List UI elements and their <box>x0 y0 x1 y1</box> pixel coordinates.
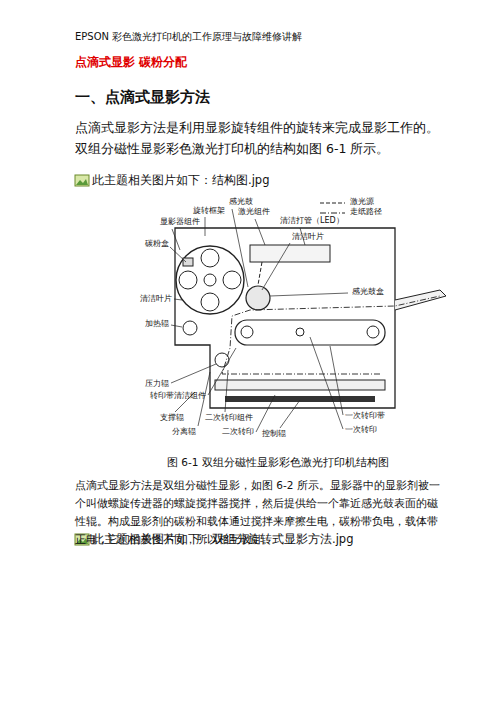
part-label: 支撑辊 <box>160 414 184 422</box>
part-label: 碳粉盒 <box>145 240 169 248</box>
document-title: EPSON 彩色激光打印机的工作原理与故障维修讲解 <box>75 30 302 44</box>
sub-heading: 一、点滴式显影方法 <box>75 88 210 107</box>
heating-roller <box>183 321 197 335</box>
part-label: 二次转印 <box>222 428 254 436</box>
part-label: 旋转框架 <box>193 207 225 215</box>
part-label: 转印带清洁组件 <box>150 392 206 400</box>
part-label: 感光鼓盒 <box>352 288 384 296</box>
legend-label: 激光源 <box>350 198 374 206</box>
part-label: 清洁打管（LED） <box>280 217 344 225</box>
part-label: 激光组件 <box>238 208 270 216</box>
part-label: 一次转印 <box>345 426 377 434</box>
photoconductor-drum <box>246 286 270 310</box>
legend-swatch <box>320 213 345 214</box>
control-board <box>225 396 375 402</box>
part-label: 清洁叶片 <box>292 233 324 241</box>
image-note: 此主题相关图片如下：双组分旋转式显影方法.jpg <box>92 532 353 547</box>
part-label: 一次转印带 <box>345 412 385 420</box>
transfer-belt <box>235 320 385 345</box>
body-paragraph: 点滴式显影方法是利用显影旋转组件的旋转来完成显影工作的。双组分磁性显影彩色激光打… <box>75 117 447 159</box>
laser-beam <box>258 262 262 285</box>
part-label: 感光鼓 <box>229 198 253 206</box>
part-label: 显影器组件 <box>160 218 200 226</box>
part-label: 二次转印组件 <box>205 414 253 422</box>
section-heading: 点滴式显影 碳粉分配 <box>75 54 187 71</box>
pressure-roller <box>215 353 229 367</box>
image-note: 此主题相关图片如下：结构图.jpg <box>92 173 269 188</box>
part-label: 压力辊 <box>145 380 169 388</box>
paper-cassette <box>215 380 385 390</box>
belt-rollers <box>241 326 379 338</box>
part-label: 控制辊 <box>262 430 286 438</box>
laser-unit <box>250 245 330 262</box>
rotary-developer <box>176 246 244 314</box>
part-label: 加热辊 <box>145 320 169 328</box>
legend-swatch <box>320 203 345 204</box>
figure-caption: 图 6-1 双组分磁性显影彩色激光打印机结构图 <box>167 456 389 470</box>
part-label: 分离辊 <box>172 428 196 436</box>
legend-label: 走纸路径 <box>350 208 382 216</box>
part-label: 清洁叶片 <box>140 295 172 303</box>
image-icon <box>75 175 89 186</box>
paper-path <box>222 296 440 374</box>
